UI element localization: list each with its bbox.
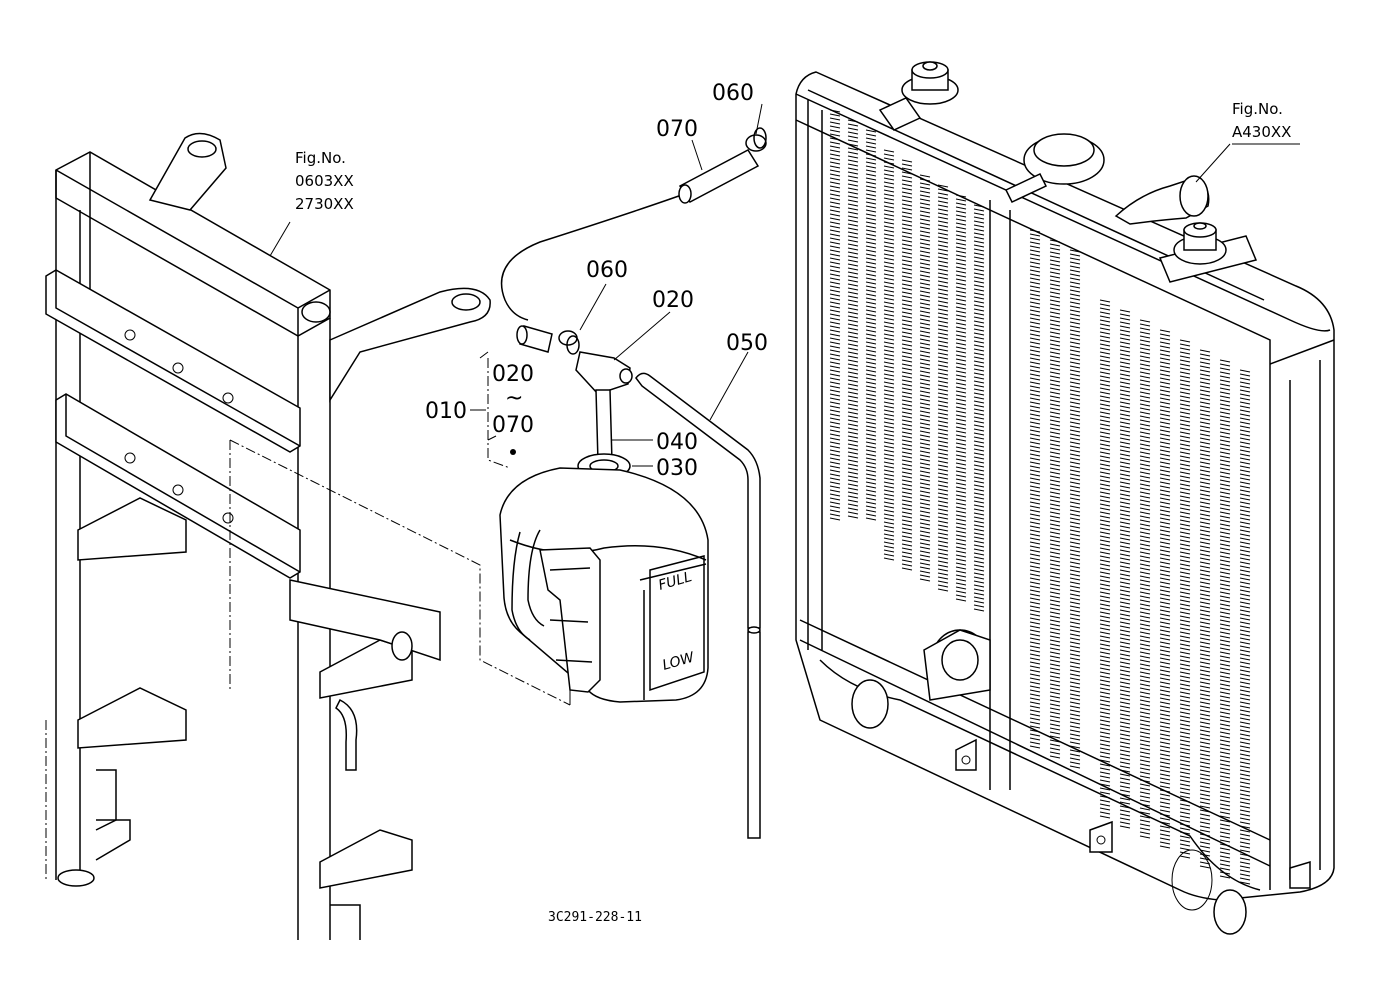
figure-ref-right-heading: Fig.No.	[1232, 100, 1283, 118]
figure-ref-left-line1: 0603XX	[295, 172, 354, 190]
range-tilde: ~	[505, 386, 523, 411]
part-label-060-upper: 060	[712, 81, 754, 106]
figure-ref-left-heading: Fig.No.	[295, 149, 346, 167]
radiator	[795, 61, 1335, 935]
drawing-code: 3C291-228-11	[548, 910, 642, 925]
part-label-030: 030	[656, 456, 698, 481]
group-bracket	[487, 358, 511, 469]
part-label-020: 020	[652, 288, 694, 313]
range-label-end: 070	[492, 413, 534, 438]
part-labels: 060 070 060 020 050 020 ~ 010 070 040 03…	[425, 81, 768, 481]
group-dot	[510, 449, 516, 455]
range-label-start: 020	[492, 362, 534, 387]
frame-assembly	[45, 132, 571, 940]
figure-ref-left-line2: 2730XX	[295, 195, 354, 213]
figure-ref-right: Fig.No. A430XX	[1232, 100, 1291, 141]
figure-ref-left: Fig.No. 0603XX 2730XX	[295, 149, 354, 213]
leader-lines	[269, 103, 1300, 467]
part-label-050: 050	[726, 331, 768, 356]
part-label-040: 040	[656, 430, 698, 455]
figure-ref-right-line1: A430XX	[1232, 123, 1291, 141]
part-label-010: 010	[425, 399, 467, 424]
part-label-060-lower: 060	[586, 258, 628, 283]
part-label-070: 070	[656, 117, 698, 142]
hose-assembly	[500, 127, 767, 839]
radiator-core	[829, 109, 1251, 885]
reserve-tank	[499, 351, 709, 703]
